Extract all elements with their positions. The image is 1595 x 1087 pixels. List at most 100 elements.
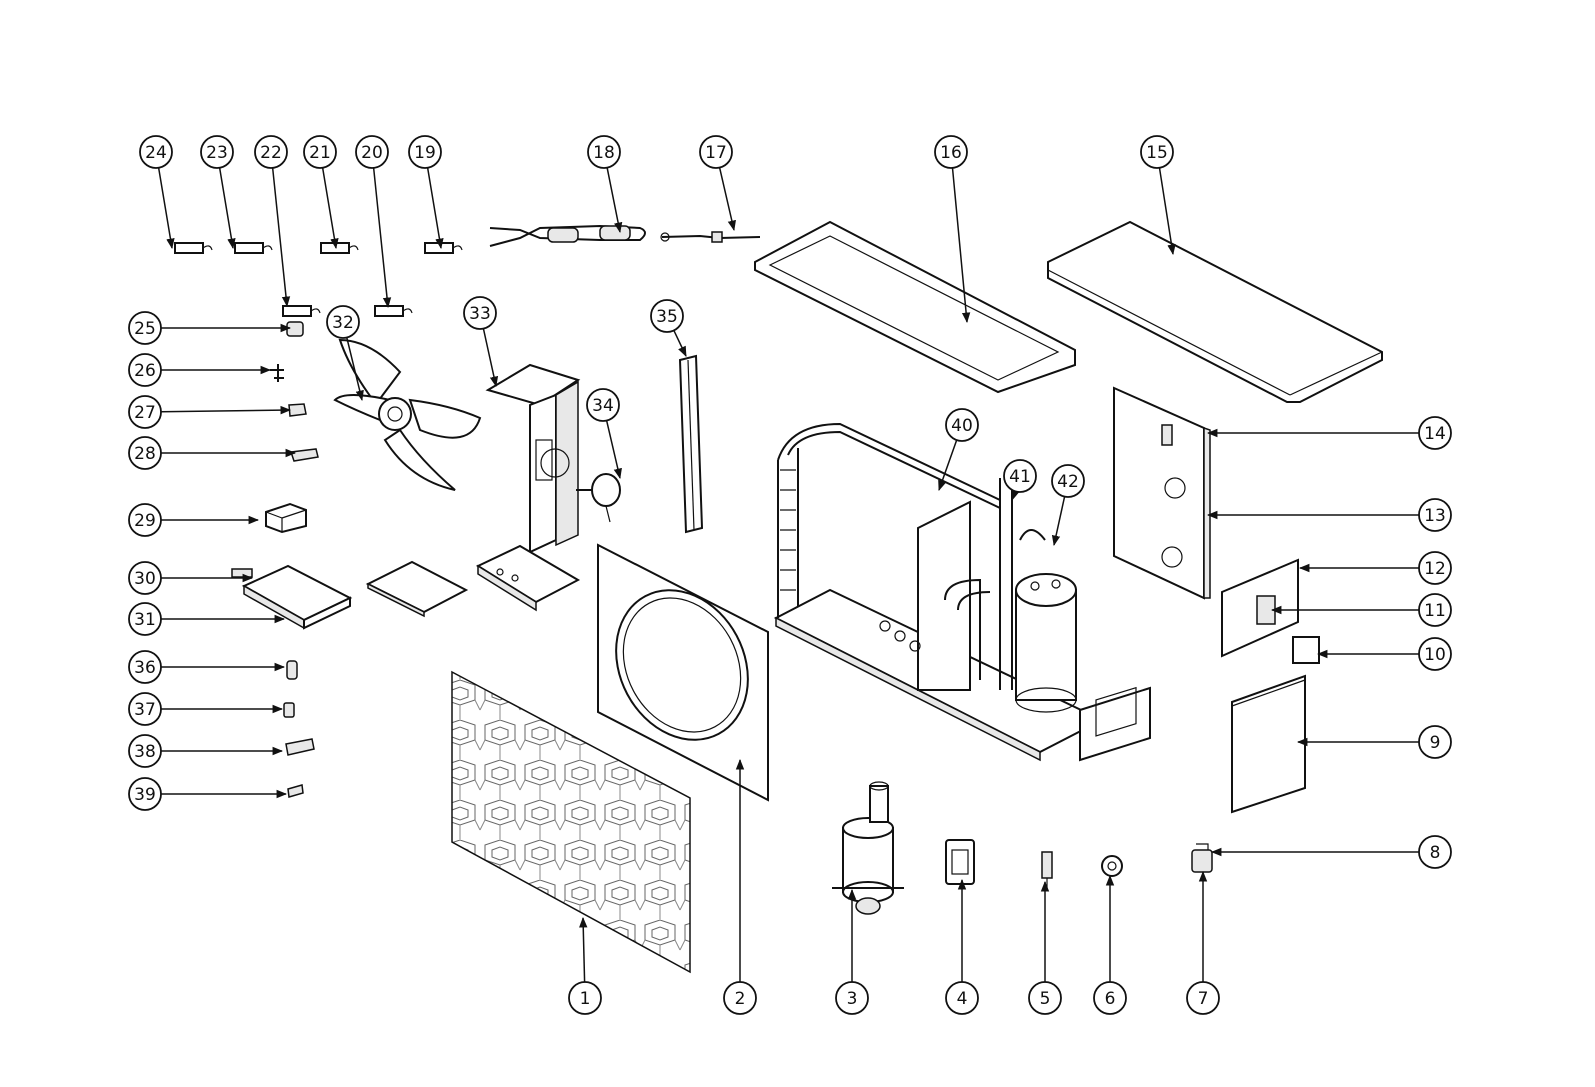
callout-label: 37	[134, 700, 156, 720]
callout-circle	[128, 311, 162, 345]
callout-leader	[938, 439, 958, 491]
callout-circle	[945, 408, 979, 442]
callout-circle	[650, 299, 684, 333]
callout-circle	[1418, 637, 1452, 671]
callout-leader	[606, 167, 623, 234]
callout-circle	[1418, 835, 1452, 869]
callout-circle	[1003, 459, 1037, 493]
callout-9: 9	[1296, 725, 1452, 759]
small-parts-lower	[283, 660, 315, 798]
part-12-11-service-panel	[1221, 558, 1299, 658]
callout-label: 3	[847, 989, 858, 1009]
callout-label: 28	[134, 444, 156, 464]
side-bracket	[1079, 686, 1151, 762]
callout-30: 30	[128, 561, 254, 595]
callout-circle	[128, 503, 162, 537]
callout-7: 7	[1186, 870, 1220, 1015]
callout-circle	[128, 777, 162, 811]
callout-42: 42	[1051, 464, 1085, 547]
part-41-tubing	[944, 478, 1046, 690]
callout-leader	[579, 916, 588, 983]
callout-label: 27	[134, 403, 156, 423]
callout-circle	[1418, 416, 1452, 450]
callout-label: 41	[1009, 467, 1031, 487]
callout-19: 19	[408, 135, 444, 250]
callout-label: 13	[1424, 506, 1446, 526]
part-42-compressor-in-unit	[1015, 573, 1077, 713]
part-40-chassis	[773, 422, 1105, 762]
callout-25: 25	[128, 311, 292, 345]
part-16-top-frame	[754, 220, 1076, 394]
part-29-module	[265, 502, 307, 534]
callout-leader	[951, 167, 971, 324]
callout-circle	[1418, 725, 1452, 759]
callout-23: 23	[200, 135, 236, 250]
callout-circle	[586, 388, 620, 422]
callout-label: 25	[134, 319, 156, 339]
callout-label: 22	[260, 143, 282, 163]
callout-label: 9	[1430, 733, 1441, 753]
callout-label: 29	[134, 511, 156, 531]
callout-leader	[673, 330, 687, 357]
callout-circle	[1051, 464, 1085, 498]
callout-leader	[482, 328, 499, 388]
part-33-motor-bracket	[485, 363, 581, 554]
callout-24: 24	[139, 135, 175, 250]
callout-label: 32	[332, 313, 354, 333]
callout-circle	[128, 650, 162, 684]
callout-circle	[355, 135, 389, 169]
callout-circle	[326, 305, 360, 339]
callout-circle	[303, 135, 337, 169]
callout-8: 8	[1210, 835, 1452, 869]
callout-2: 2	[723, 758, 757, 1015]
callout-41: 41	[1003, 459, 1037, 501]
callout-leader	[218, 167, 236, 250]
callout-label: 10	[1424, 645, 1446, 665]
callout-leader	[271, 167, 291, 308]
callout-21: 21	[303, 135, 339, 250]
callout-label: 14	[1424, 424, 1446, 444]
callout-label: 38	[134, 742, 156, 762]
callout-38: 38	[128, 734, 284, 768]
callout-circle	[1093, 981, 1127, 1015]
callout-circle	[1418, 593, 1452, 627]
part-4-controller	[945, 839, 975, 885]
callout-5: 5	[1028, 880, 1062, 1015]
callout-circle	[1028, 981, 1062, 1015]
callout-label: 40	[951, 416, 973, 436]
callout-label: 20	[361, 143, 383, 163]
callout-circle	[568, 981, 602, 1015]
callout-circle	[128, 436, 162, 470]
callout-28: 28	[128, 436, 297, 470]
callout-circle	[723, 981, 757, 1015]
callout-circle	[408, 135, 442, 169]
callout-circle	[128, 353, 162, 387]
callout-34: 34	[586, 388, 622, 480]
callout-circle	[128, 734, 162, 768]
part-7-8-valve	[1191, 843, 1213, 873]
callout-18: 18	[587, 135, 623, 234]
part-30-31-pcb	[231, 564, 353, 630]
parts-layer	[174, 220, 1383, 974]
callout-circle	[128, 692, 162, 726]
callout-label: 8	[1430, 843, 1441, 863]
callout-leader	[1051, 496, 1066, 547]
callout-leader	[372, 167, 392, 309]
part-1-grille	[451, 670, 691, 974]
callout-label: 2	[735, 989, 746, 1009]
callout-circle	[463, 296, 497, 330]
callout-29: 29	[128, 503, 260, 537]
part-9-access-panel	[1231, 674, 1306, 814]
callout-circle	[1140, 135, 1174, 169]
callout-label: 26	[134, 361, 156, 381]
callout-circle	[1186, 981, 1220, 1015]
callout-26: 26	[128, 353, 272, 387]
callout-leader	[1158, 167, 1176, 256]
callout-17: 17	[699, 135, 736, 232]
callout-22: 22	[254, 135, 291, 308]
callout-37: 37	[128, 692, 284, 726]
part-10-cover	[1292, 636, 1320, 664]
